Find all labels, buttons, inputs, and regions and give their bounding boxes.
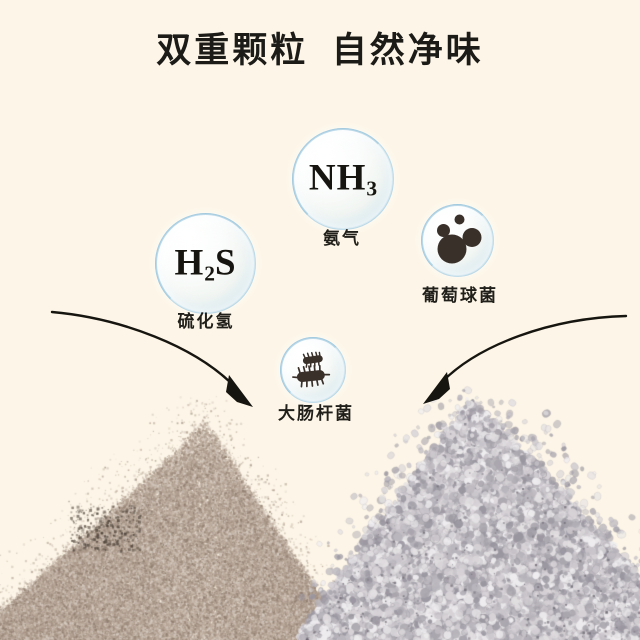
formula-nh3-main: NH bbox=[308, 157, 367, 199]
formula-h2s-main-b: S bbox=[214, 242, 237, 283]
bubble-ecoli bbox=[280, 337, 346, 403]
ecoli-bacteria-icon bbox=[292, 351, 331, 388]
formula-nh3-sub: 3 bbox=[366, 176, 378, 201]
formula-h2s: H2S bbox=[156, 241, 255, 286]
formula-h2s-sub: 2 bbox=[204, 261, 215, 285]
bubble-staphylococcus bbox=[421, 204, 494, 277]
formula-nh3: NH3 bbox=[293, 157, 393, 202]
formula-h2s-main-a: H bbox=[174, 242, 205, 283]
staphylococcus-icon bbox=[437, 214, 482, 264]
